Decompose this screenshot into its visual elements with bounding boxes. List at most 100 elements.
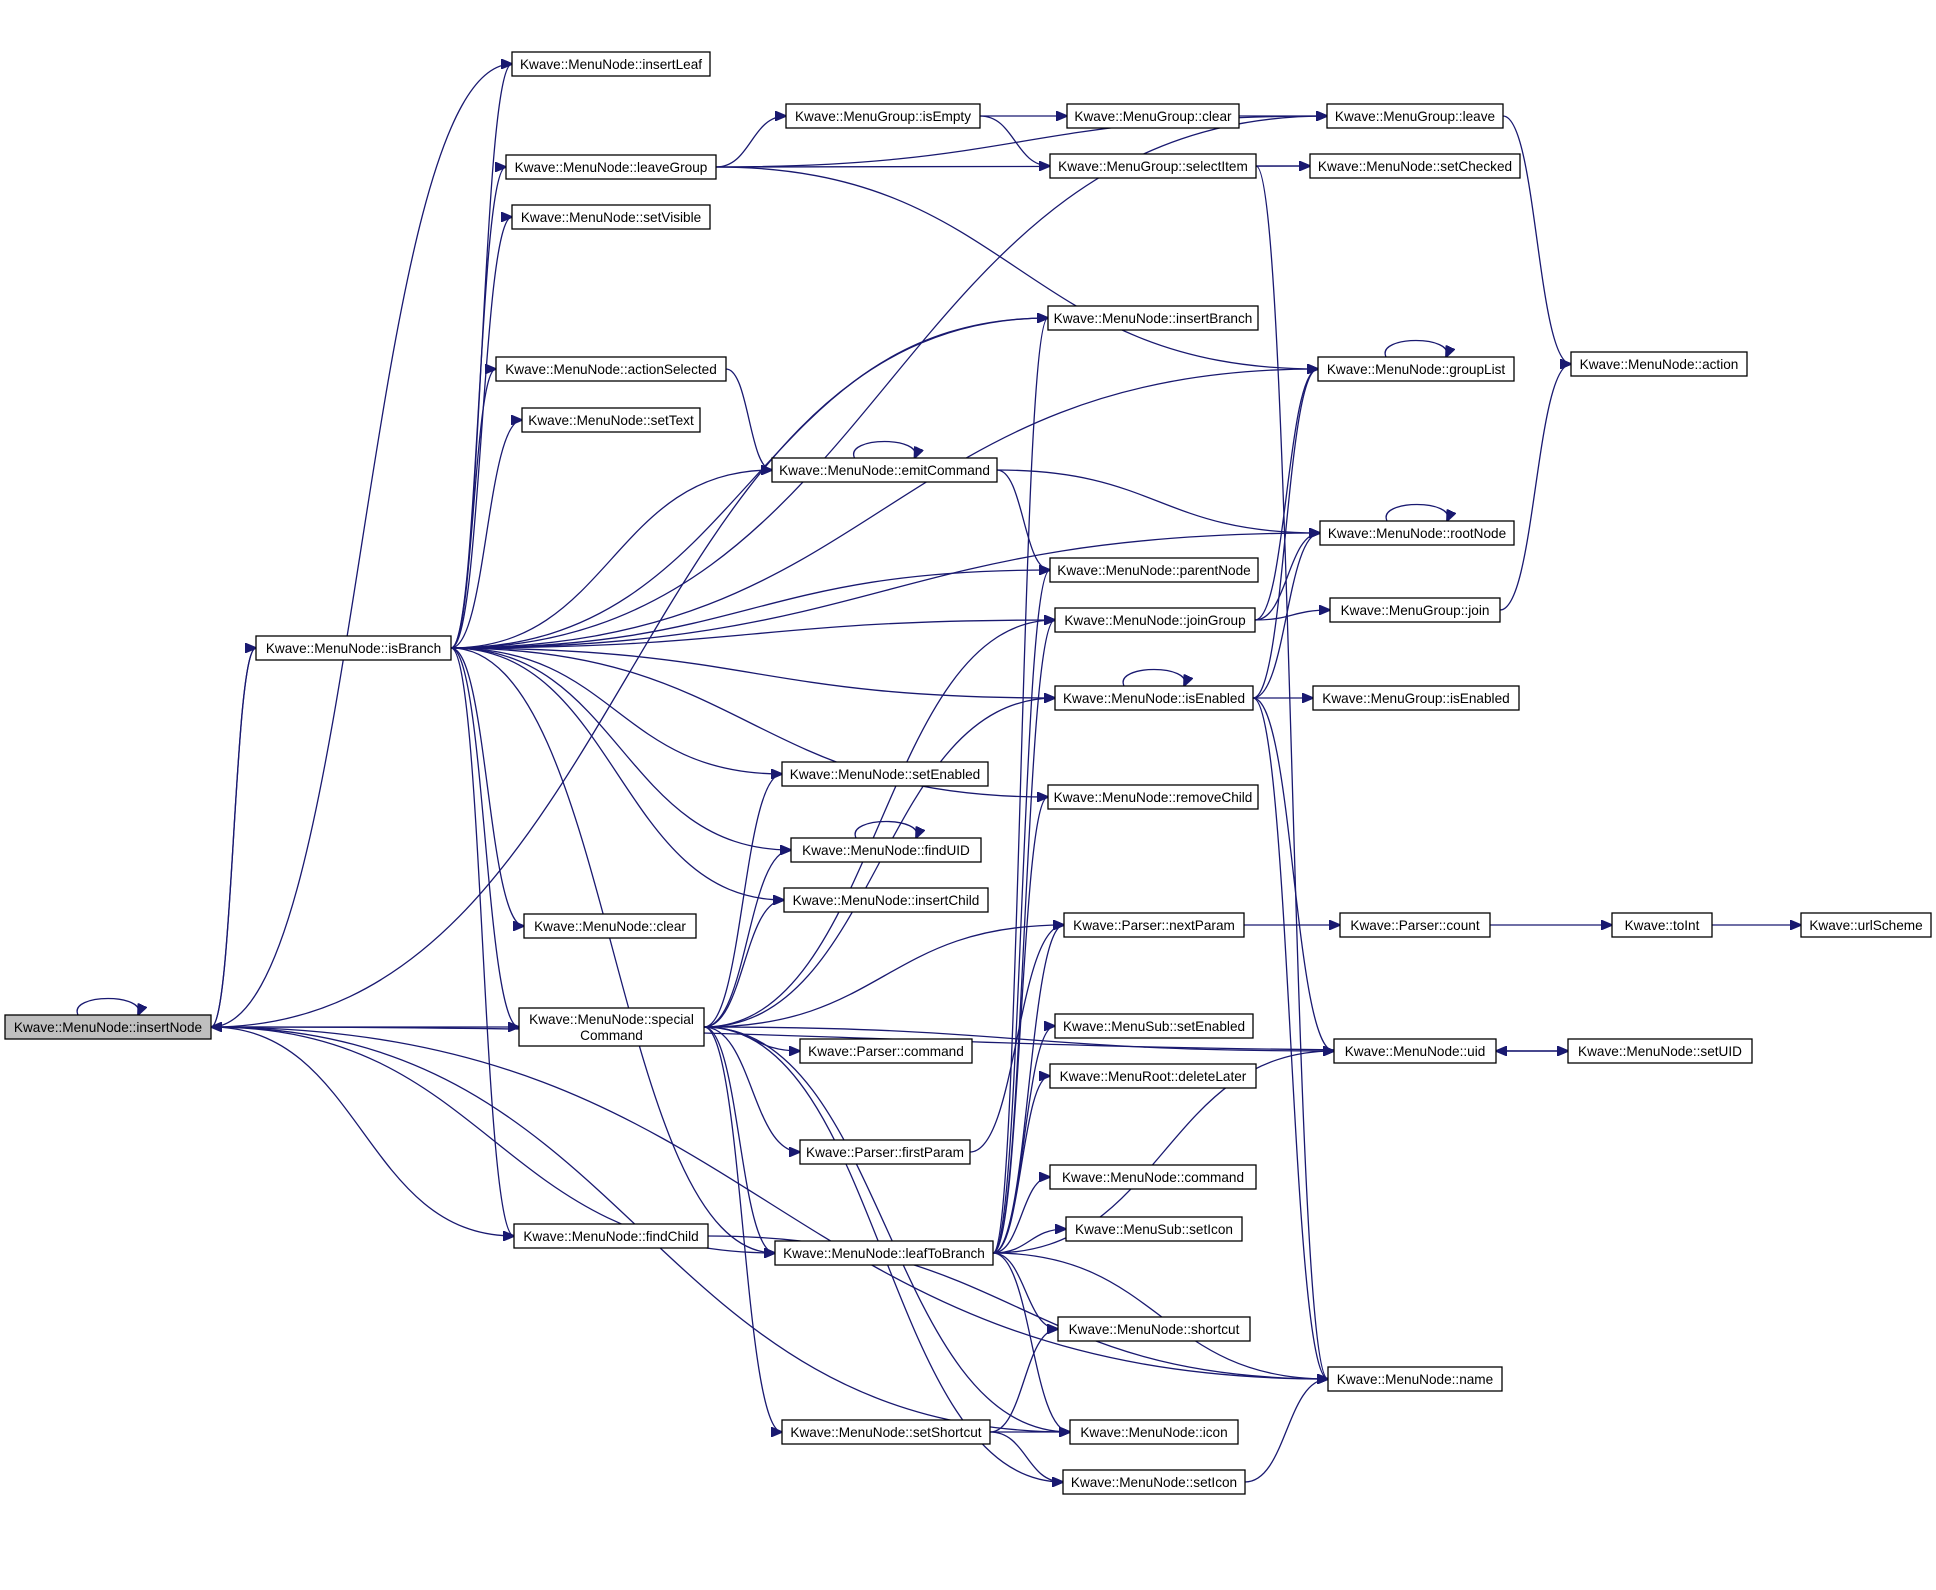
edge-isEnabledNode-to-isEnabledNode — [1122, 668, 1185, 687]
node-label: Kwave::urlScheme — [1809, 918, 1922, 933]
edge-groupList-to-groupList — [1384, 339, 1447, 358]
node-grpIsEnabled[interactable]: Kwave::MenuGroup::isEnabled — [1312, 685, 1520, 711]
node-label: Kwave::MenuNode::uid — [1345, 1044, 1486, 1059]
node-emitCommand[interactable]: Kwave::MenuNode::emitCommand — [771, 457, 998, 483]
node-setIcon[interactable]: Kwave::MenuNode::setIcon — [1062, 1469, 1246, 1495]
edge-specialCommand-to-nextParam — [703, 925, 1064, 1028]
node-box — [1309, 153, 1521, 179]
edge-emitCommand-to-emitCommand — [853, 440, 916, 459]
node-setEnabledNode[interactable]: Kwave::MenuNode::setEnabled — [781, 761, 989, 787]
node-setChecked[interactable]: Kwave::MenuNode::setChecked — [1309, 153, 1521, 179]
edge-leafToBranch-to-removeChild — [992, 797, 1048, 1254]
node-box — [1065, 1216, 1243, 1242]
edge-isBranch-to-findUID — [450, 647, 791, 850]
node-rootNode[interactable]: Kwave::MenuNode::rootNode — [1319, 520, 1515, 546]
node-parserCommand[interactable]: Kwave::Parser::command — [799, 1038, 973, 1064]
node-box — [790, 837, 982, 863]
node-setShortcut[interactable]: Kwave::MenuNode::setShortcut — [781, 1419, 991, 1445]
node-box — [495, 356, 727, 382]
node-firstParam[interactable]: Kwave::Parser::firstParam — [799, 1139, 971, 1165]
edge-leafToBranch-to-nodeName — [992, 1252, 1328, 1379]
edge-isBranch-to-joinGroup — [450, 620, 1055, 649]
node-box — [1062, 1469, 1246, 1495]
node-joinGroup[interactable]: Kwave::MenuNode::joinGroup — [1054, 607, 1256, 633]
node-removeChild[interactable]: Kwave::MenuNode::removeChild — [1047, 784, 1259, 810]
node-nextParam[interactable]: Kwave::Parser::nextParam — [1063, 912, 1245, 938]
node-insertChild[interactable]: Kwave::MenuNode::insertChild — [783, 887, 989, 913]
node-label: Kwave::MenuGroup::isEmpty — [795, 109, 971, 124]
node-label: Kwave::MenuNode::command — [1062, 1170, 1244, 1185]
node-label: Kwave::MenuNode::insertChild — [793, 893, 980, 908]
node-leaveGroup[interactable]: Kwave::MenuNode::leaveGroup — [505, 154, 717, 180]
node-label: Kwave::MenuRoot::deleteLater — [1060, 1069, 1247, 1084]
edge-specialCommand-to-insertChild — [703, 900, 784, 1028]
node-nodeName[interactable]: Kwave::MenuNode::name — [1327, 1366, 1503, 1392]
node-label: Kwave::MenuNode::findUID — [802, 843, 970, 858]
node-shortcut[interactable]: Kwave::MenuNode::shortcut — [1057, 1316, 1251, 1342]
node-label: Kwave::MenuNode::shortcut — [1069, 1322, 1240, 1337]
node-box — [774, 1240, 994, 1266]
node-box — [785, 103, 981, 129]
node-box — [1312, 685, 1520, 711]
node-actionSelected[interactable]: Kwave::MenuNode::actionSelected — [495, 356, 727, 382]
node-findUID[interactable]: Kwave::MenuNode::findUID — [790, 837, 982, 863]
node-parserCount[interactable]: Kwave::Parser::count — [1339, 912, 1491, 938]
edge-specialCommand-to-findUID — [703, 850, 791, 1028]
edge-isBranch-to-setEnabledNode — [450, 647, 782, 774]
edge-specialCommand-to-joinGroup — [703, 620, 1055, 1028]
node-label: Command — [580, 1028, 643, 1043]
node-label: Kwave::MenuNode::isEnabled — [1063, 691, 1245, 706]
node-icon[interactable]: Kwave::MenuNode::icon — [1069, 1419, 1239, 1445]
node-setUID[interactable]: Kwave::MenuNode::setUID — [1567, 1038, 1753, 1064]
edge-leaveGroup-to-grpIsEmpty — [715, 116, 786, 168]
node-grpIsEmpty[interactable]: Kwave::MenuGroup::isEmpty — [785, 103, 981, 129]
node-toInt[interactable]: Kwave::toInt — [1611, 912, 1713, 938]
node-deleteLater[interactable]: Kwave::MenuRoot::deleteLater — [1049, 1063, 1257, 1089]
node-isEnabledNode[interactable]: Kwave::MenuNode::isEnabled — [1054, 685, 1254, 711]
node-box — [518, 1007, 705, 1047]
edge-isBranch-to-grpLeave — [450, 116, 1327, 649]
edge-specialCommand-to-leafToBranch — [703, 1026, 775, 1253]
node-findChild[interactable]: Kwave::MenuNode::findChild — [513, 1223, 709, 1249]
node-box — [799, 1038, 973, 1064]
node-label: Kwave::MenuNode::setVisible — [521, 210, 701, 225]
node-isBranch[interactable]: Kwave::MenuNode::isBranch — [255, 635, 452, 661]
node-insertNode[interactable]: Kwave::MenuNode::insertNode — [4, 1014, 212, 1040]
edge-isBranch-to-isEnabledNode — [450, 647, 1055, 698]
node-subSetEnabled[interactable]: Kwave::MenuSub::setEnabled — [1054, 1013, 1254, 1039]
edge-emitCommand-to-rootNode — [996, 469, 1320, 533]
node-insertBranch[interactable]: Kwave::MenuNode::insertBranch — [1047, 305, 1259, 331]
node-leafToBranch[interactable]: Kwave::MenuNode::leafToBranch — [774, 1240, 994, 1266]
node-nodeCommand[interactable]: Kwave::MenuNode::command — [1049, 1164, 1257, 1190]
node-box — [1611, 912, 1713, 938]
node-uid[interactable]: Kwave::MenuNode::uid — [1333, 1038, 1497, 1064]
node-groupList[interactable]: Kwave::MenuNode::groupList — [1317, 356, 1515, 382]
node-action[interactable]: Kwave::MenuNode::action — [1570, 351, 1748, 377]
node-setVisible[interactable]: Kwave::MenuNode::setVisible — [511, 204, 711, 230]
node-label: Kwave::MenuNode::actionSelected — [505, 362, 717, 377]
node-grpClear[interactable]: Kwave::MenuGroup::clear — [1066, 103, 1240, 129]
node-box — [781, 1419, 991, 1445]
node-subSetIcon[interactable]: Kwave::MenuSub::setIcon — [1065, 1216, 1243, 1242]
edge-insertNode-to-insertNode — [76, 997, 139, 1016]
edge-specialCommand-to-setShortcut — [703, 1026, 782, 1432]
node-label: Kwave::MenuSub::setIcon — [1075, 1222, 1233, 1237]
node-label: Kwave::MenuNode::clear — [534, 919, 686, 934]
node-setText[interactable]: Kwave::MenuNode::setText — [521, 407, 701, 433]
node-box — [1339, 912, 1491, 938]
node-urlScheme[interactable]: Kwave::urlScheme — [1800, 912, 1932, 938]
node-box — [1049, 1164, 1257, 1190]
node-clearNode[interactable]: Kwave::MenuNode::clear — [523, 913, 697, 939]
edge-isBranch-to-removeChild — [450, 647, 1048, 797]
node-grpJoin[interactable]: Kwave::MenuGroup::join — [1329, 597, 1501, 623]
edge-specialCommand-to-firstParam — [703, 1026, 800, 1152]
edge-emitCommand-to-parentNode — [996, 469, 1050, 570]
node-box — [1054, 1013, 1254, 1039]
node-box — [1327, 1366, 1503, 1392]
node-selectItem[interactable]: Kwave::MenuGroup::selectItem — [1049, 153, 1257, 179]
node-insertLeaf[interactable]: Kwave::MenuNode::insertLeaf — [511, 51, 711, 77]
node-grpLeave[interactable]: Kwave::MenuGroup::leave — [1326, 103, 1504, 129]
node-parentNode[interactable]: Kwave::MenuNode::parentNode — [1049, 557, 1259, 583]
edge-leafToBranch-to-nextParam — [992, 925, 1064, 1254]
